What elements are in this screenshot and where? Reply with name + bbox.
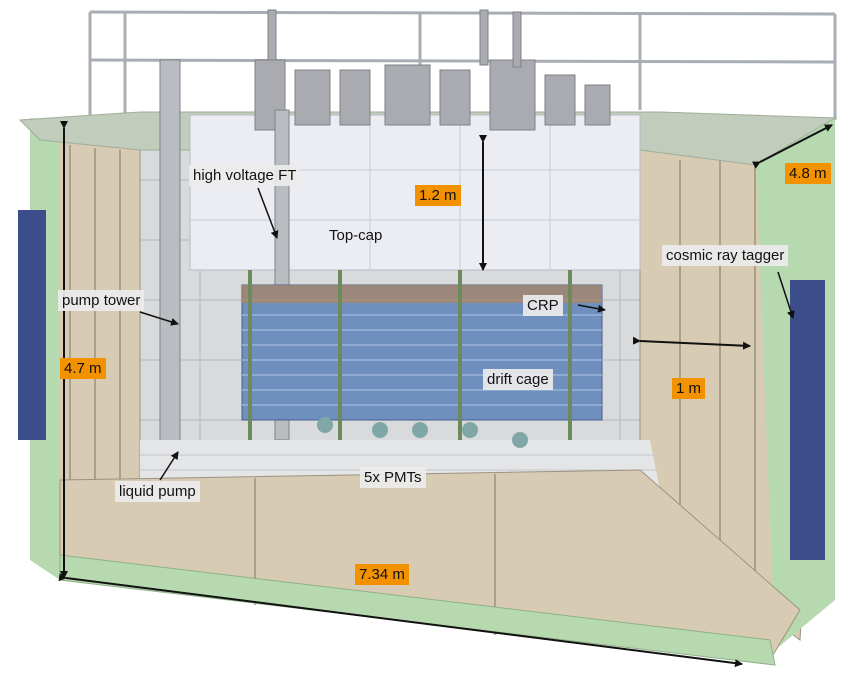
top-railing	[88, 10, 837, 120]
hv-ft-pointer	[257, 187, 279, 239]
label-width: 4.8 m	[785, 163, 831, 184]
liquid-pump-pointer	[159, 451, 179, 481]
label-drift-cage: drift cage	[483, 369, 553, 390]
label-high-voltage-ft: high voltage FT	[189, 165, 301, 186]
label-height: 4.7 m	[60, 358, 106, 379]
label-length: 7.34 m	[355, 564, 409, 585]
label-top-cap: Top-cap	[329, 227, 383, 244]
label-pump-tower: pump tower	[58, 290, 145, 311]
support-rods	[248, 270, 572, 455]
pump-tower-pointer	[139, 311, 179, 326]
pump-tower-pipe	[159, 59, 181, 461]
right-tagger-panel	[790, 280, 825, 560]
label-pmts: 5x PMTs	[360, 467, 426, 488]
label-top-cap-height: 1.2 m	[415, 185, 461, 206]
wall-thickness-arrow	[632, 336, 751, 350]
pmt-domes	[317, 417, 528, 448]
crp-plane	[242, 285, 602, 303]
label-crp: CRP	[523, 295, 563, 316]
label-liquid-pump: liquid pump	[115, 481, 200, 502]
left-tagger-panel	[18, 210, 46, 440]
label-cosmic-ray-tagger: cosmic ray tagger	[662, 245, 789, 266]
length-arrow	[58, 573, 743, 668]
dimension-arrows	[58, 121, 833, 668]
pointer-lines	[139, 187, 795, 481]
right-wall-ribs	[679, 150, 756, 590]
tagger-pointer	[777, 271, 795, 319]
crp-pointer	[577, 304, 606, 313]
label-wall-thickness: 1 m	[672, 378, 706, 399]
width-arrow	[751, 124, 833, 169]
